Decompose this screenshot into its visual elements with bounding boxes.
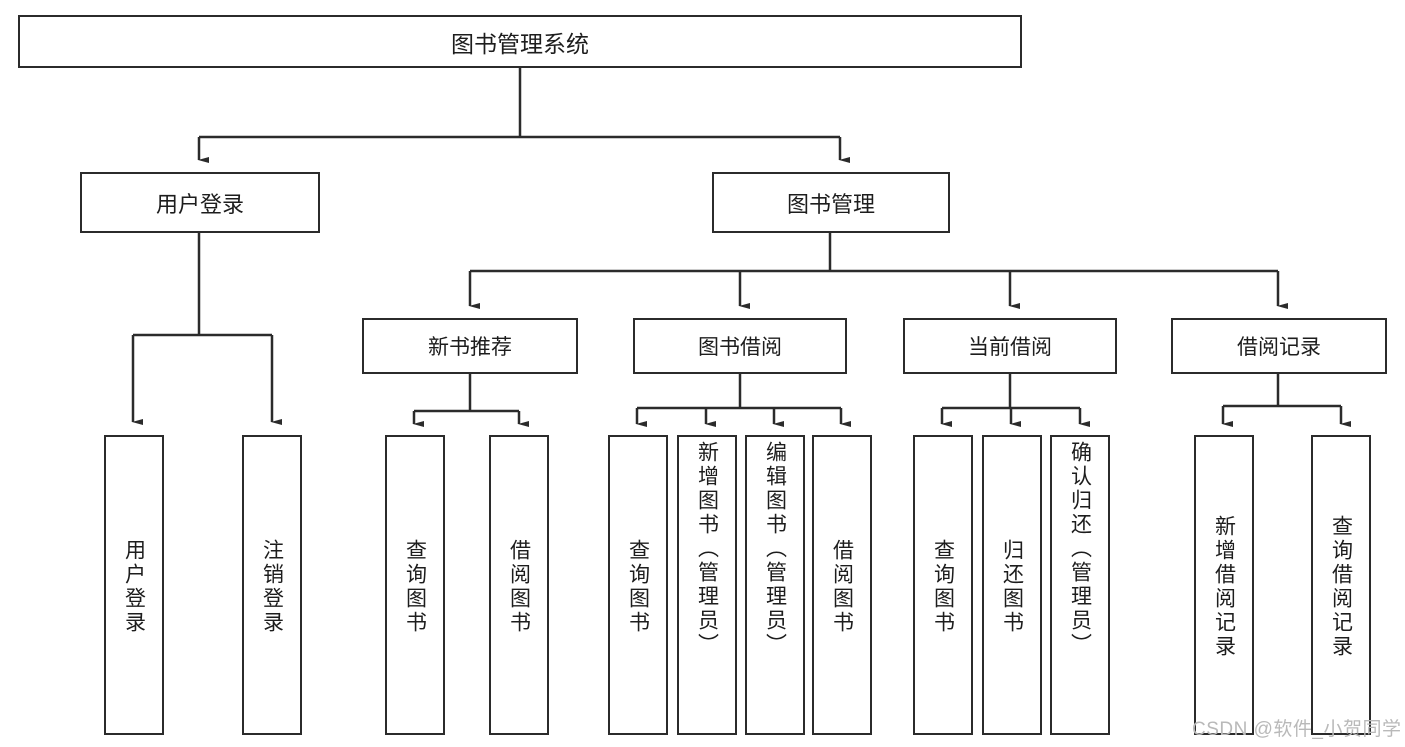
node-book-management[interactable]: 图书管理 (712, 172, 950, 233)
node-book-management-label: 图书管理 (786, 191, 875, 217)
leaf-confirm-return-admin-label: 确认归还（管理员） (1068, 441, 1092, 657)
node-user-login-label: 用户登录 (155, 191, 244, 217)
node-borrow-record-label: 借阅记录 (1237, 336, 1321, 359)
node-user-login[interactable]: 用户登录 (80, 172, 320, 233)
leaf-query-book-borrow-label: 查询图书 (626, 539, 650, 635)
leaf-add-book-admin-label: 新增图书（管理员） (695, 441, 719, 657)
leaf-query-borrow-record-label: 查询借阅记录 (1329, 515, 1353, 659)
leaf-query-borrow-record[interactable]: 查询借阅记录 (1311, 435, 1371, 735)
watermark: CSDN @软件_小贺同学 (1192, 719, 1402, 740)
leaf-borrow-book-borrow-label: 借阅图书 (830, 539, 854, 635)
leaf-return-book[interactable]: 归还图书 (982, 435, 1042, 735)
leaf-add-borrow-record-label: 新增借阅记录 (1212, 515, 1236, 659)
leaf-add-borrow-record[interactable]: 新增借阅记录 (1194, 435, 1254, 735)
leaf-logout-label: 注销登录 (260, 539, 284, 635)
node-current-borrow[interactable]: 当前借阅 (903, 318, 1117, 374)
leaf-query-book-recommend[interactable]: 查询图书 (385, 435, 445, 735)
leaf-query-book-current[interactable]: 查询图书 (913, 435, 973, 735)
leaf-borrow-book-recommend[interactable]: 借阅图书 (489, 435, 549, 735)
node-borrow-record[interactable]: 借阅记录 (1171, 318, 1387, 374)
leaf-borrow-book-recommend-label: 借阅图书 (507, 539, 531, 635)
leaf-query-book-recommend-label: 查询图书 (403, 539, 427, 635)
leaf-borrow-book-borrow[interactable]: 借阅图书 (812, 435, 872, 735)
node-book-borrow[interactable]: 图书借阅 (633, 318, 847, 374)
node-current-borrow-label: 当前借阅 (968, 336, 1052, 359)
node-book-borrow-label: 图书借阅 (698, 336, 782, 359)
leaf-edit-book-admin-label: 编辑图书（管理员） (763, 441, 787, 657)
leaf-query-book-current-label: 查询图书 (931, 539, 955, 635)
node-root[interactable]: 图书管理系统 (18, 15, 1022, 68)
node-new-book-recommend[interactable]: 新书推荐 (362, 318, 578, 374)
leaf-confirm-return-admin[interactable]: 确认归还（管理员） (1050, 435, 1110, 735)
node-new-book-recommend-label: 新书推荐 (428, 336, 512, 359)
leaf-return-book-label: 归还图书 (1000, 539, 1024, 635)
leaf-add-book-admin[interactable]: 新增图书（管理员） (677, 435, 737, 735)
leaf-user-login[interactable]: 用户登录 (104, 435, 164, 735)
leaf-logout[interactable]: 注销登录 (242, 435, 302, 735)
node-root-label: 图书管理系统 (451, 30, 589, 57)
leaf-query-book-borrow[interactable]: 查询图书 (608, 435, 668, 735)
leaf-edit-book-admin[interactable]: 编辑图书（管理员） (745, 435, 805, 735)
leaf-user-login-label: 用户登录 (122, 539, 146, 635)
